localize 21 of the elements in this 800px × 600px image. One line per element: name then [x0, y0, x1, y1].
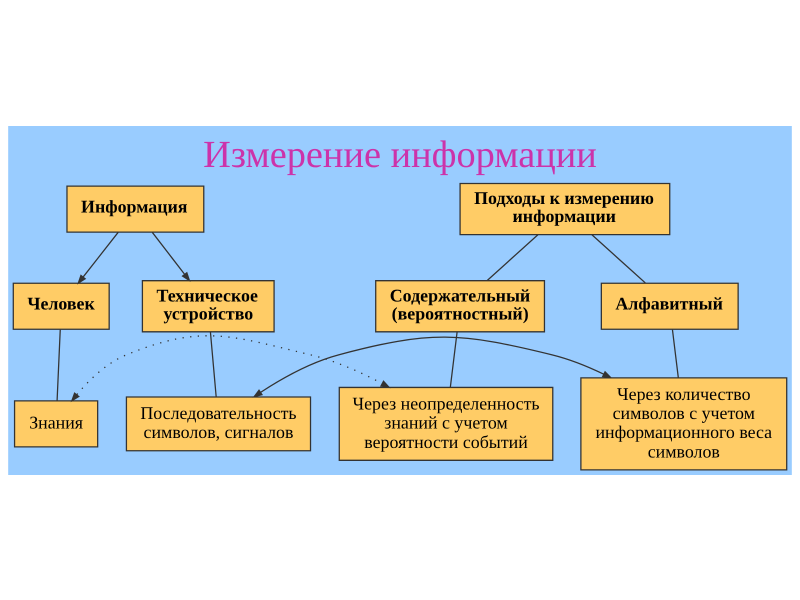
connector: [210, 331, 217, 396]
connector: [450, 331, 458, 387]
connector: [672, 329, 679, 378]
node-box: Подходы к измерению информации: [459, 182, 670, 235]
arrow: [77, 231, 119, 284]
connector: [56, 329, 61, 400]
connector: [486, 234, 538, 280]
node-box: Знания: [14, 400, 98, 448]
node-box: Через количество символов с учетом информационного веса символов: [580, 376, 788, 470]
node-box: Человек: [12, 282, 110, 330]
node-box: Через неопределенность знаний с учетом вероятности событий: [338, 386, 554, 460]
diagram-title: Измерение информации: [203, 133, 597, 176]
node-box: Техническое устройство: [142, 280, 275, 332]
node-box: Последовательность символов, сигналов: [126, 396, 312, 451]
arrow: [252, 336, 612, 398]
arrow: [70, 334, 391, 402]
arrow: [152, 231, 191, 282]
node-box: Алфавитный: [600, 282, 739, 330]
connector: [591, 234, 646, 283]
node-box: Информация: [66, 184, 204, 232]
node-box: Содержательный (вероятностный): [375, 280, 546, 332]
